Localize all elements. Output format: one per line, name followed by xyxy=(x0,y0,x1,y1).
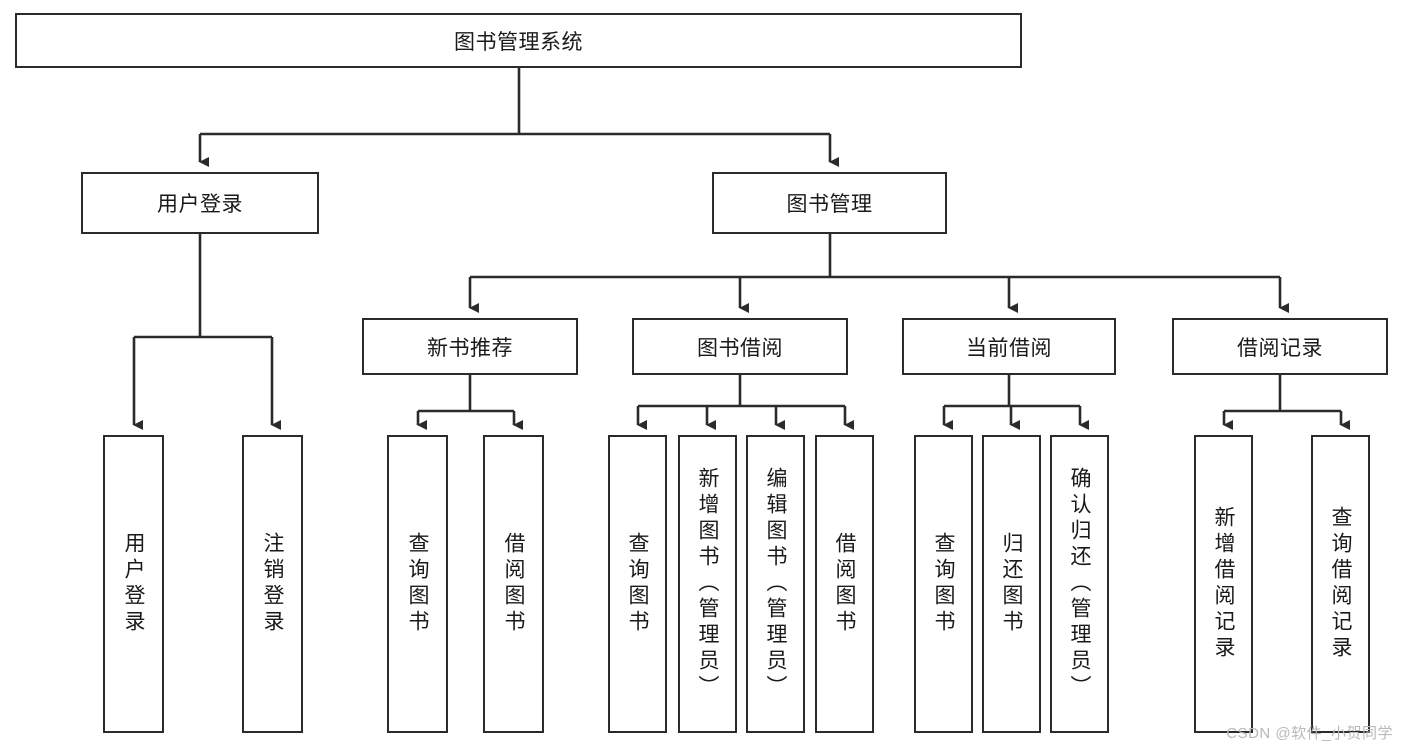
node-new-book-rec[interactable]: 新书推荐 xyxy=(362,318,578,375)
node-book-borrow[interactable]: 图书借阅 xyxy=(632,318,848,375)
node-label: 借阅图书 xyxy=(833,532,856,636)
node-label: 查询图书 xyxy=(406,532,429,636)
node-leaf-query-book-rec[interactable]: 查询图书 xyxy=(387,435,448,733)
node-label: 新增图书（管理员） xyxy=(696,467,719,701)
watermark-text: CSDN @软件_小贺同学 xyxy=(1226,725,1393,742)
node-leaf-borrow-book-rec[interactable]: 借阅图书 xyxy=(483,435,544,733)
node-label: 编辑图书（管理员） xyxy=(764,467,787,701)
node-leaf-user-login[interactable]: 用户登录 xyxy=(103,435,164,733)
node-label: 当前借阅 xyxy=(966,336,1052,360)
node-label: 用户登录 xyxy=(122,532,145,636)
node-label: 新书推荐 xyxy=(427,336,513,360)
node-label: 图书管理系统 xyxy=(454,30,583,54)
node-label: 归还图书 xyxy=(1000,532,1023,636)
node-leaf-confirm-return-admin[interactable]: 确认归还（管理员） xyxy=(1050,435,1109,733)
node-leaf-add-book-admin[interactable]: 新增图书（管理员） xyxy=(678,435,737,733)
node-label: 新增借阅记录 xyxy=(1212,506,1235,662)
node-leaf-add-borrow-record[interactable]: 新增借阅记录 xyxy=(1194,435,1253,733)
node-leaf-query-borrow-record[interactable]: 查询借阅记录 xyxy=(1311,435,1370,733)
node-leaf-borrow-book[interactable]: 借阅图书 xyxy=(815,435,874,733)
node-leaf-edit-book-admin[interactable]: 编辑图书（管理员） xyxy=(746,435,805,733)
node-label: 图书管理 xyxy=(786,193,873,216)
node-borrow-record[interactable]: 借阅记录 xyxy=(1172,318,1388,375)
node-label: 图书借阅 xyxy=(697,336,783,360)
node-label: 查询图书 xyxy=(932,532,955,636)
node-leaf-user-logout[interactable]: 注销登录 xyxy=(242,435,303,733)
node-label: 借阅记录 xyxy=(1237,336,1323,360)
node-current-borrow[interactable]: 当前借阅 xyxy=(902,318,1116,375)
node-leaf-query-book-borrow[interactable]: 查询图书 xyxy=(608,435,667,733)
node-book-manage[interactable]: 图书管理 xyxy=(712,172,947,234)
node-label: 查询图书 xyxy=(626,532,649,636)
node-root-system[interactable]: 图书管理系统 xyxy=(15,13,1022,68)
node-user-login[interactable]: 用户登录 xyxy=(81,172,319,234)
node-label: 注销登录 xyxy=(261,532,284,636)
node-label: 用户登录 xyxy=(157,193,243,216)
node-leaf-return-book[interactable]: 归还图书 xyxy=(982,435,1041,733)
node-label: 借阅图书 xyxy=(502,532,525,636)
node-leaf-query-book-current[interactable]: 查询图书 xyxy=(914,435,973,733)
node-label: 确认归还（管理员） xyxy=(1068,467,1091,701)
node-label: 查询借阅记录 xyxy=(1329,506,1352,662)
